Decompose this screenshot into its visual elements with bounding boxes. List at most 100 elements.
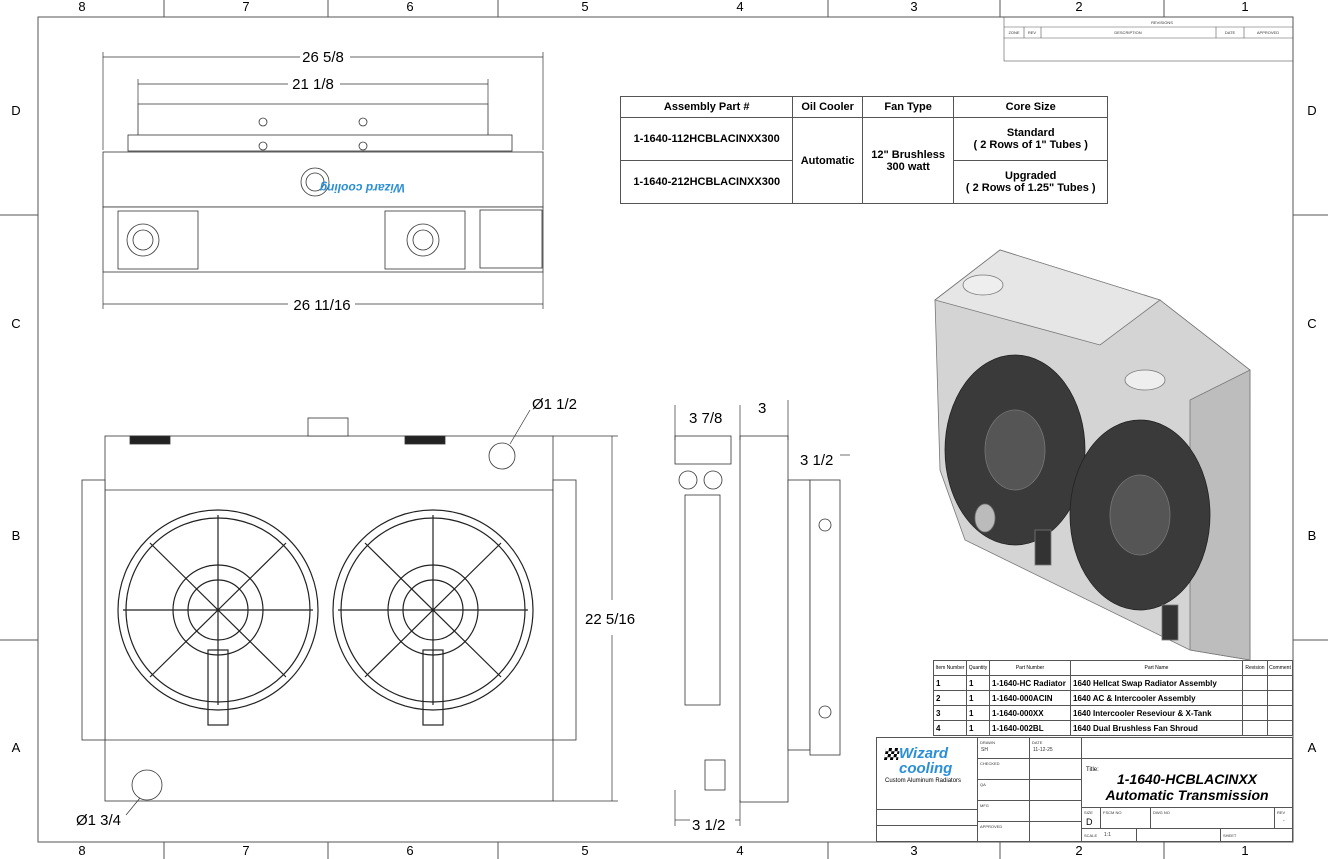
zone-col: 2 bbox=[1075, 0, 1082, 14]
title-cell: Title: 1-1640-HCBLACINXX Automatic Trans… bbox=[1081, 758, 1293, 808]
quantity: 1 bbox=[966, 675, 990, 691]
dim-top-bottom: 26 11/16 bbox=[293, 297, 350, 314]
rev-header: DESCRIPTION bbox=[1114, 30, 1141, 35]
part-number: 1-1640-000XX bbox=[989, 705, 1071, 721]
assembly-spec-table: Assembly Part # Oil Cooler Fan Type Core… bbox=[619, 96, 1108, 204]
dim-side-a: 3 7/8 bbox=[689, 410, 722, 427]
zone-col: 7 bbox=[242, 843, 249, 858]
part-number: 1-1640-000ACIN bbox=[989, 690, 1071, 706]
isometric-render bbox=[934, 249, 1251, 661]
zone-col: 4 bbox=[736, 843, 743, 858]
mfg-label: MFG bbox=[980, 803, 989, 808]
comment bbox=[1267, 690, 1293, 706]
approved-cell: APPROVED bbox=[977, 821, 1030, 842]
zone-col: 5 bbox=[581, 0, 588, 14]
blank-cell bbox=[1029, 800, 1082, 822]
blank-cell bbox=[1136, 828, 1221, 842]
rev-cell: REV- bbox=[1274, 807, 1293, 829]
dim-top-overall: 26 5/8 bbox=[302, 49, 344, 66]
column-header: Oil Cooler bbox=[792, 96, 863, 118]
dim-side-c: 3 1/2 bbox=[800, 452, 833, 469]
zone-col: 4 bbox=[736, 0, 743, 14]
scale-value: 1:1 bbox=[1104, 832, 1111, 838]
checked-cell: CHECKED bbox=[977, 758, 1030, 780]
title-block: Wizard cooling Custom Aluminum Radiators… bbox=[876, 737, 1293, 842]
zone-col: 8 bbox=[78, 0, 85, 14]
logo-cell: Wizard cooling Custom Aluminum Radiators bbox=[876, 737, 978, 810]
title-label: Title: bbox=[1086, 767, 1099, 773]
oil-cooler: Automatic bbox=[792, 117, 863, 204]
fscm-cell: FSCM NO bbox=[1100, 807, 1151, 829]
zone-col: 8 bbox=[78, 843, 85, 858]
revision bbox=[1242, 690, 1268, 706]
blank-cell bbox=[1029, 821, 1082, 842]
blank-cell bbox=[1081, 737, 1293, 759]
date-value: 11-12-25 bbox=[1033, 747, 1053, 753]
zone-row: D bbox=[11, 103, 20, 118]
zone-row: B bbox=[1308, 528, 1317, 543]
side-view bbox=[674, 435, 841, 803]
revision bbox=[1242, 675, 1268, 691]
revisions-block bbox=[1003, 16, 1294, 62]
blank-cell bbox=[876, 825, 978, 842]
table-header-row: Assembly Part # Oil Cooler Fan Type Core… bbox=[619, 96, 1108, 118]
zone-row: C bbox=[1307, 316, 1316, 331]
bill-of-materials: Item Number Quantity Part Number Part Na… bbox=[933, 660, 1293, 736]
date-cell: DATE 11-12-25 bbox=[1029, 737, 1082, 759]
table-row: 1-1640-212HCBLACINXX300 Upgraded ( 2 Row… bbox=[619, 160, 1108, 204]
core-size: Upgraded ( 2 Rows of 1.25" Tubes ) bbox=[953, 160, 1108, 204]
date-label: DATE bbox=[1032, 740, 1043, 745]
blank-cell bbox=[876, 809, 978, 826]
mfg-cell: MFG bbox=[977, 800, 1030, 822]
zone-col: 1 bbox=[1241, 0, 1248, 14]
column-header: Quantity bbox=[966, 660, 990, 676]
dwg-label: DWG NO bbox=[1153, 810, 1170, 815]
front-dimensions bbox=[125, 409, 618, 816]
scale-label: SCALE bbox=[1084, 833, 1098, 838]
column-header: Fan Type bbox=[861, 96, 955, 118]
drawing-title: 1-1640-HCBLACINXX bbox=[1116, 771, 1258, 787]
sheet-cell: SHEET bbox=[1220, 828, 1293, 842]
dwg-no-cell: DWG NO bbox=[1150, 807, 1275, 829]
front-view bbox=[81, 417, 577, 802]
zone-col: 7 bbox=[242, 0, 249, 14]
column-header: Part Number bbox=[989, 660, 1071, 676]
fan-left bbox=[117, 509, 319, 726]
rev-value: - bbox=[1283, 818, 1285, 824]
zone-col: 3 bbox=[910, 0, 917, 14]
company-logo: Wizard cooling Custom Aluminum Radiators bbox=[883, 746, 975, 784]
dim-hose-diameter: Ø1 1/2 bbox=[532, 396, 577, 413]
comment bbox=[1267, 720, 1293, 736]
assembly-part: 1-1640-212HCBLACINXX300 bbox=[619, 160, 794, 204]
zone-row: B bbox=[12, 528, 21, 543]
zone-col: 2 bbox=[1075, 843, 1082, 858]
rev-header: REV bbox=[1028, 30, 1037, 35]
item-number: 1 bbox=[933, 675, 967, 691]
part-name: 1640 Hellcat Swap Radiator Assembly bbox=[1070, 675, 1243, 691]
zone-labels: 8 7 6 5 4 3 2 1 8 7 6 5 4 3 2 1 D C B A … bbox=[11, 0, 1316, 858]
column-header: Item Number bbox=[933, 660, 967, 676]
fscm-label: FSCM NO bbox=[1103, 810, 1122, 815]
column-header: Comment bbox=[1267, 660, 1293, 676]
blank-cell bbox=[1029, 758, 1082, 780]
fan-type: 12" Brushless 300 watt bbox=[861, 117, 955, 204]
part-number: 1-1640-002BL bbox=[989, 720, 1071, 736]
column-header: Core Size bbox=[953, 96, 1108, 118]
drawn-value: SH bbox=[981, 747, 988, 753]
checkered-flag-icon bbox=[883, 748, 901, 760]
size-value: D bbox=[1086, 817, 1093, 827]
blank-cell bbox=[1029, 779, 1082, 801]
zone-col: 1 bbox=[1241, 843, 1248, 858]
sheet-label: SHEET bbox=[1223, 833, 1237, 838]
part-name: 1640 Intercooler Reseviour & X-Tank bbox=[1070, 705, 1243, 721]
qa-cell: QA bbox=[977, 779, 1030, 801]
comment bbox=[1267, 675, 1293, 691]
revision bbox=[1242, 720, 1268, 736]
